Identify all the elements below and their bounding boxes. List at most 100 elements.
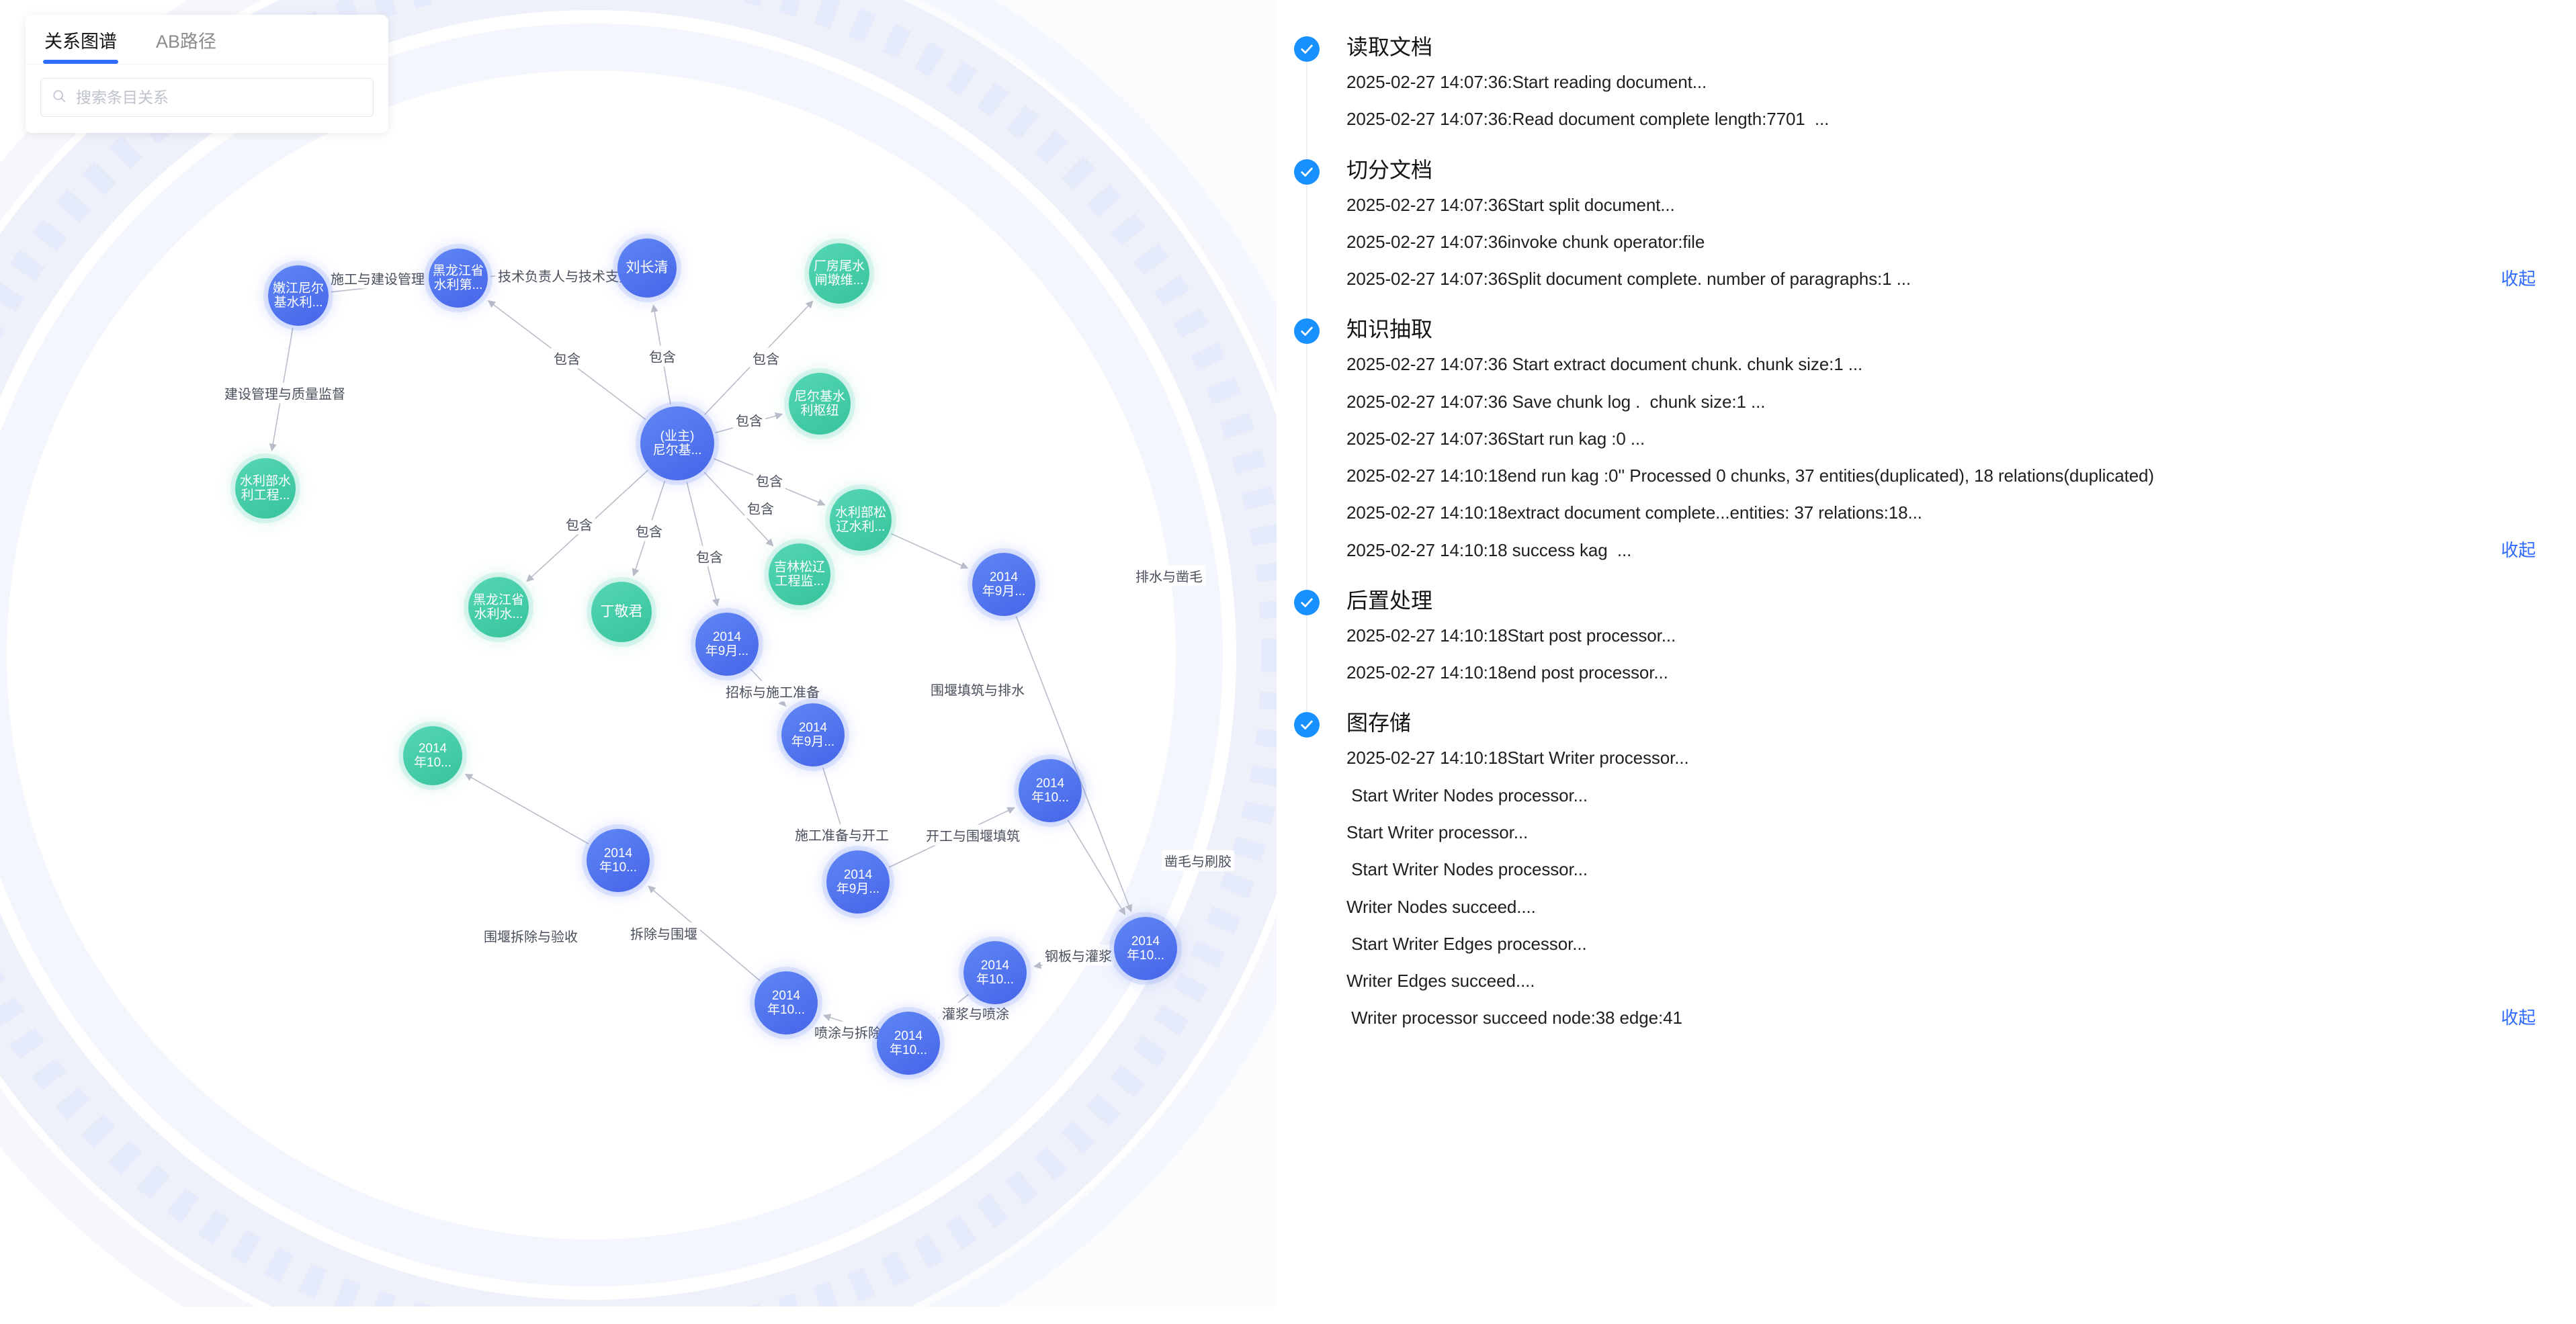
pipeline-step: 知识抽取 2025-02-27 14:07:36 Start extract do… <box>1277 316 2536 591</box>
log-line: 2025-02-27 14:07:36invoke chunk operator… <box>1346 231 1705 252</box>
graph-edge <box>938 994 969 1019</box>
graph-node-label: 水利部水利工程... <box>239 474 291 502</box>
graph-edge <box>1067 820 1126 916</box>
graph-edge <box>1015 616 1133 913</box>
graph-edge <box>686 482 720 607</box>
graph-edge <box>648 885 761 981</box>
graph-node[interactable]: 厂房尾水闸墩维... <box>809 243 869 304</box>
log-line: Writer processor succeed node:38 edge:41… <box>1346 1007 2536 1029</box>
graph-node-label: 黑龙江省水利水... <box>472 592 524 621</box>
graph-node[interactable]: 黑龙江省水利水... <box>468 577 529 637</box>
step-title: 读取文档 <box>1346 35 1433 59</box>
graph-node-label: 丁敬君 <box>600 604 643 620</box>
step-connector-line <box>1306 343 1307 591</box>
graph-node-label: 黑龙江省水利第... <box>432 263 484 292</box>
graph-edge <box>650 304 671 404</box>
graph-edges-layer <box>0 0 1277 1307</box>
decorative-arc-background <box>0 0 1277 1307</box>
graph-node-label: 嫩江尼尔基水利... <box>272 281 324 310</box>
check-circle-icon <box>1294 36 1320 62</box>
collapse-button[interactable]: 收起 <box>2501 539 2536 560</box>
graph-node[interactable]: (业主)尼尔基... <box>640 406 714 480</box>
graph-canvas[interactable]: 嫩江尼尔基水利... 黑龙江省水利第... 刘长清 厂房尾水闸墩维... 水利部水利工程… <box>0 0 1277 1307</box>
log-line: Writer Edges succeed.... <box>1346 971 1535 991</box>
log-line: 2025-02-27 14:10:18 success kag ...收起 <box>1346 539 2536 562</box>
pipeline-step: 后置处理 2025-02-27 14:10:18Start post proces… <box>1277 587 2536 714</box>
graph-node[interactable]: 水利部松辽水利... <box>830 489 892 551</box>
graph-edge <box>750 668 787 707</box>
log-line: 2025-02-27 14:07:36Split document comple… <box>1346 268 2536 290</box>
graph-node[interactable]: 黑龙江省水利第... <box>429 249 488 308</box>
step-title: 知识抽取 <box>1346 317 1433 342</box>
step-title: 后置处理 <box>1346 588 1433 613</box>
graph-edge <box>891 533 969 569</box>
tab-ab-path[interactable]: AB路径 <box>156 32 217 52</box>
log-line: 2025-02-27 14:10:18end post processor... <box>1346 662 1668 683</box>
log-line: 2025-02-27 14:10:18end run kag :0'' Proc… <box>1346 466 2154 486</box>
graph-node-label: 厂房尾水闸墩维... <box>813 259 865 288</box>
graph-controls-card: 关系图谱 AB路径 <box>26 15 388 133</box>
check-circle-icon <box>1294 712 1320 738</box>
graph-node[interactable]: 丁敬君 <box>591 582 652 642</box>
graph-node[interactable]: 吉林松辽工程监... <box>769 543 830 605</box>
log-line: 2025-02-27 14:07:36:Read document comple… <box>1346 109 1830 130</box>
log-line: 2025-02-27 14:07:36 Save chunk log . chu… <box>1346 391 1766 412</box>
graph-node[interactable]: 刘长清 <box>617 238 677 298</box>
graph-node[interactable]: 嫩江尼尔基水利... <box>268 265 329 326</box>
graph-edge <box>822 767 849 845</box>
step-title: 图存储 <box>1346 711 1412 736</box>
graph-edge <box>487 300 646 421</box>
log-line: 2025-02-27 14:07:36Start split document.… <box>1346 194 1675 215</box>
log-line: Start Writer Nodes processor... <box>1346 785 1588 805</box>
graph-edge <box>269 328 294 451</box>
graph-node[interactable]: 尼尔基水利枢纽 <box>789 373 851 435</box>
graph-node-label: (业主)尼尔基... <box>652 429 702 457</box>
tab-relation-graph[interactable]: 关系图谱 <box>40 27 121 64</box>
graph-node-label: 尼尔基水利枢纽 <box>793 389 845 418</box>
search-area <box>26 64 388 133</box>
log-line: Start Writer processor... <box>1346 822 1529 842</box>
graph-edge <box>714 457 826 506</box>
log-line: 2025-02-27 14:10:18extract document comp… <box>1346 502 1922 523</box>
log-line: 2025-02-27 14:10:18Start post processor.… <box>1346 625 1676 646</box>
log-line: Start Writer Edges processor... <box>1346 933 1587 954</box>
search-input[interactable] <box>75 87 362 107</box>
graph-node[interactable]: 水利部水利工程... <box>235 458 296 519</box>
check-circle-icon <box>1294 318 1320 345</box>
graph-edge <box>703 472 774 547</box>
log-line: 2025-02-27 14:10:18Start Writer processo… <box>1346 748 1689 768</box>
search-icon <box>52 89 75 107</box>
graph-edge <box>632 480 666 576</box>
graph-node-label: 刘长清 <box>626 260 669 276</box>
collapse-button[interactable]: 收起 <box>2501 1008 2536 1028</box>
log-line: 2025-02-27 14:07:36Start run kag :0 ... <box>1346 428 1645 449</box>
log-line: 2025-02-27 14:07:36 Start extract docume… <box>1346 354 1863 375</box>
search-box[interactable] <box>40 78 374 117</box>
collapse-button[interactable]: 收起 <box>2501 269 2536 290</box>
graph-edge <box>526 470 649 582</box>
